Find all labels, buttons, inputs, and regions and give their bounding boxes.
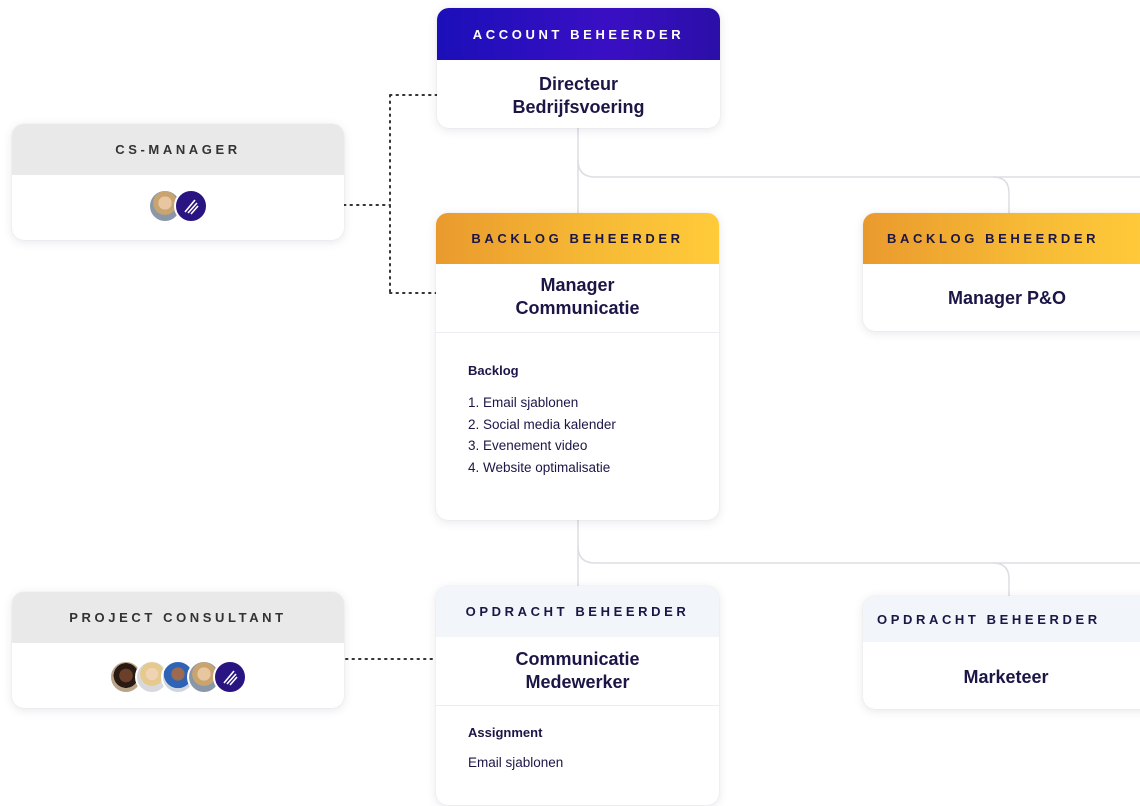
section-heading: Backlog — [468, 363, 519, 378]
list-item: 4. Website optimalisatie — [468, 459, 611, 475]
account-manager-card[interactable]: ACCOUNT BEHEERDER Directeur Bedrijfsvoer… — [437, 8, 720, 128]
title-line: Communicatie — [515, 649, 640, 669]
role-header: OPDRACHT BEHEERDER — [863, 596, 1140, 642]
title-line: Bedrijfsvoering — [512, 97, 645, 117]
section-heading: Assignment — [468, 725, 543, 740]
backlog-manager-po-card[interactable]: BACKLOG BEHEERDER Manager P&O — [863, 213, 1140, 331]
role-label: PROJECT CONSULTANT — [69, 610, 287, 625]
role-header: PROJECT CONSULTANT — [12, 592, 344, 643]
company-logo-avatar — [174, 189, 208, 223]
list-item: 2. Social media kalender — [468, 416, 616, 432]
project-consultant-card[interactable]: PROJECT CONSULTANT — [12, 592, 344, 708]
dotted-connector-cs-manager — [343, 94, 459, 294]
assignment-communication-card[interactable]: OPDRACHT BEHEERDER Communicatie Medewerk… — [436, 586, 719, 805]
assignment-marketeer-card[interactable]: OPDRACHT BEHEERDER Marketeer — [863, 596, 1140, 709]
list-item: Email sjablonen — [468, 755, 564, 770]
avatar-group — [12, 660, 344, 694]
role-header: OPDRACHT BEHEERDER — [436, 586, 719, 637]
connector-director-to-managers — [577, 128, 1010, 213]
node-title: Directeur Bedrijfsvoering — [437, 60, 720, 119]
role-label: BACKLOG BEHEERDER — [887, 231, 1100, 246]
role-header: CS-MANAGER — [12, 124, 344, 175]
cs-manager-card[interactable]: CS-MANAGER — [12, 124, 344, 240]
role-label: OPDRACHT BEHEERDER — [465, 604, 690, 619]
role-label: BACKLOG BEHEERDER — [471, 231, 684, 246]
role-label: CS-MANAGER — [115, 142, 241, 157]
role-header: BACKLOG BEHEERDER — [436, 213, 719, 264]
node-title: Manager Communicatie — [436, 264, 719, 332]
company-logo-avatar — [213, 660, 247, 694]
assignment-section: Assignment Email sjablonen — [436, 705, 719, 774]
title-line: Directeur — [538, 74, 619, 94]
node-title: Marketeer — [863, 642, 1140, 689]
role-header: ACCOUNT BEHEERDER — [437, 8, 720, 60]
connector-manager-to-employees — [577, 520, 1010, 596]
node-title: Manager P&O — [863, 264, 1140, 310]
title-line: Medewerker — [525, 672, 630, 692]
title-line: Manager P&O — [947, 288, 1067, 308]
title-line: Marketeer — [963, 667, 1049, 687]
list-item: 1. Email sjablonen — [468, 395, 579, 410]
title-line: Communicatie — [515, 298, 640, 318]
role-label: OPDRACHT BEHEERDER — [877, 611, 1101, 627]
role-label: ACCOUNT BEHEERDER — [472, 26, 685, 42]
avatar-group — [12, 189, 344, 223]
backlog-section: Backlog 1. Email sjablonen 2. Social med… — [436, 332, 719, 478]
title-line: Manager — [540, 275, 615, 295]
list-item: 3. Evenement video — [468, 438, 588, 453]
node-title: Communicatie Medewerker — [436, 637, 719, 705]
backlog-manager-communication-card[interactable]: BACKLOG BEHEERDER Manager Communicatie B… — [436, 213, 719, 520]
role-header: BACKLOG BEHEERDER — [863, 213, 1140, 264]
